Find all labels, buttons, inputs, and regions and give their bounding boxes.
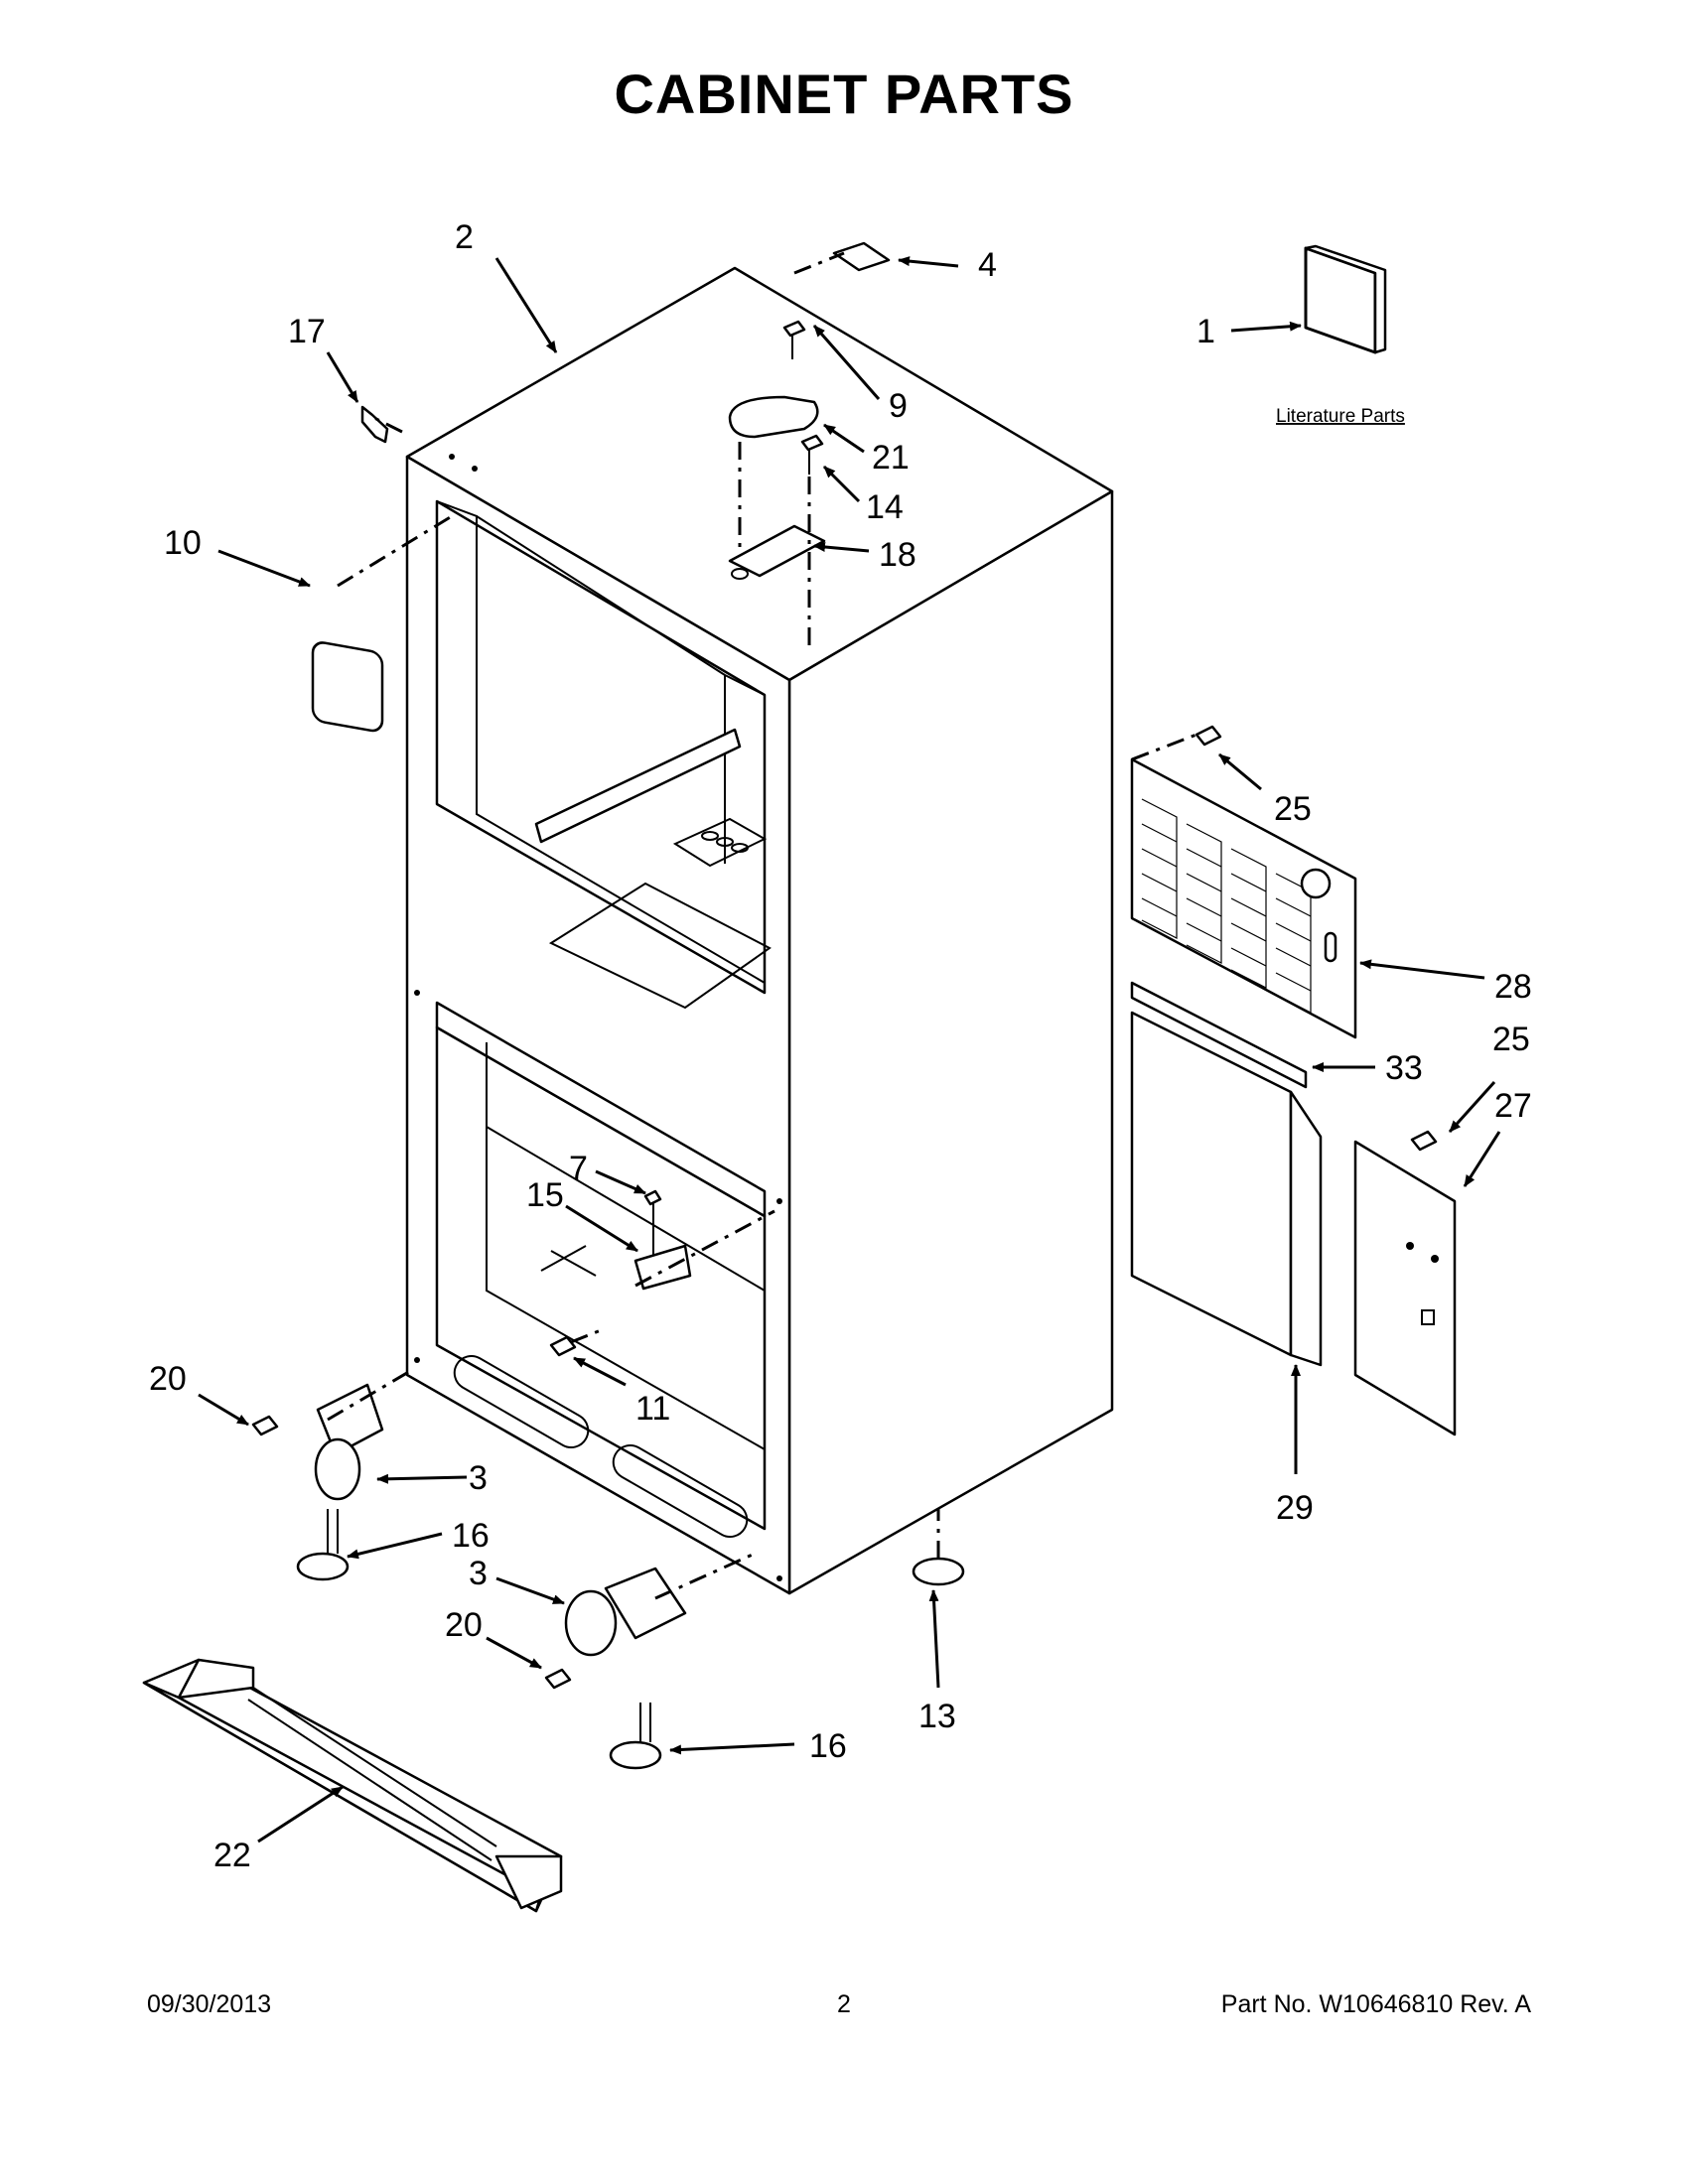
literature-label: Literature Parts bbox=[1276, 406, 1405, 427]
callout-27: 27 bbox=[1494, 1087, 1532, 1125]
callout-11: 11 bbox=[635, 1390, 670, 1428]
roller-assembly-left bbox=[251, 1383, 384, 1581]
callout-10: 10 bbox=[164, 524, 202, 562]
base-grille bbox=[142, 1658, 563, 1913]
callout-7: 7 bbox=[569, 1150, 588, 1187]
top-hinge-assembly bbox=[728, 320, 826, 580]
roller-assembly-right bbox=[544, 1567, 687, 1770]
rear-strip bbox=[1130, 981, 1308, 1089]
cabinet-part bbox=[405, 266, 1114, 1595]
callout-16-left: 16 bbox=[452, 1517, 490, 1555]
callout-1: 1 bbox=[1196, 313, 1215, 350]
callout-4: 4 bbox=[978, 246, 997, 284]
vent-grid bbox=[672, 817, 768, 868]
screw-part bbox=[1410, 1130, 1438, 1152]
foot-pad bbox=[912, 1557, 965, 1586]
rear-access-grille bbox=[1130, 757, 1357, 1039]
screw-part bbox=[1195, 725, 1222, 747]
callout-labels: 2 4 1 17 9 21 14 18 10 25 28 25 33 27 29… bbox=[149, 218, 1532, 1874]
screw-part bbox=[549, 1335, 577, 1357]
callout-20-left: 20 bbox=[149, 1360, 187, 1398]
label-tag bbox=[832, 241, 891, 272]
callout-15: 15 bbox=[526, 1176, 564, 1214]
callout-9: 9 bbox=[889, 387, 908, 425]
callout-3-right: 3 bbox=[469, 1555, 488, 1592]
callout-14: 14 bbox=[866, 488, 904, 526]
footer-date: 09/30/2013 bbox=[147, 1990, 272, 2018]
callout-25-lower: 25 bbox=[1492, 1021, 1530, 1058]
assembly-lines bbox=[327, 251, 1197, 1600]
callout-16-right: 16 bbox=[809, 1727, 847, 1765]
callout-18: 18 bbox=[879, 536, 916, 574]
callout-21: 21 bbox=[872, 439, 910, 477]
footer-part-number: Part No. W10646810 Rev. A bbox=[1220, 1990, 1531, 2018]
cabinet-holes bbox=[414, 454, 782, 1581]
callout-13: 13 bbox=[918, 1698, 956, 1735]
leader-lines bbox=[198, 256, 1501, 1843]
callout-28: 28 bbox=[1494, 968, 1532, 1006]
cover-plate bbox=[1353, 1140, 1457, 1436]
callout-20-right: 20 bbox=[445, 1606, 483, 1644]
callout-22: 22 bbox=[213, 1837, 251, 1874]
callout-29: 29 bbox=[1276, 1489, 1314, 1527]
literature-book-icon bbox=[1304, 244, 1387, 354]
callout-33: 33 bbox=[1385, 1049, 1423, 1087]
cover-part bbox=[311, 641, 384, 733]
callout-25-upper: 25 bbox=[1274, 790, 1312, 828]
footer-page-number: 2 bbox=[837, 1990, 851, 2018]
clip-part bbox=[360, 405, 389, 444]
callout-2: 2 bbox=[455, 218, 474, 256]
callout-17: 17 bbox=[288, 313, 326, 350]
page-title: CABINET PARTS bbox=[614, 63, 1074, 125]
callout-3-left: 3 bbox=[469, 1459, 488, 1497]
